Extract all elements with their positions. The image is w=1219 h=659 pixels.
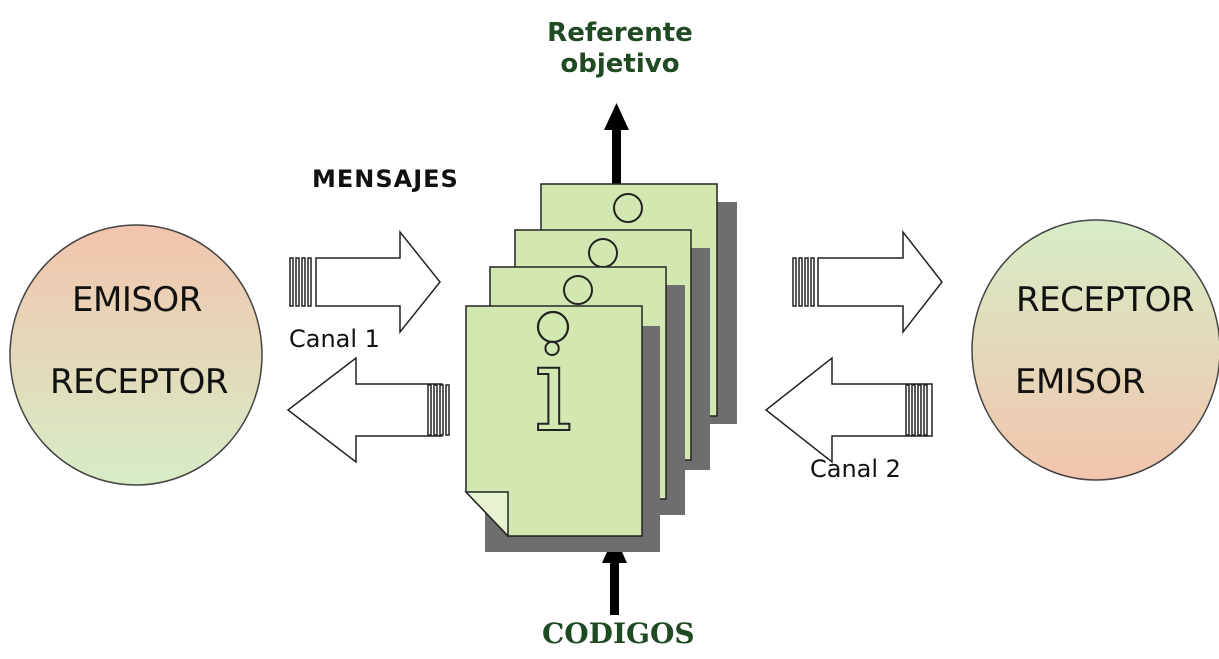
codes-label: CODIGOS (542, 617, 695, 650)
channel2-label: Canal 2 (810, 455, 901, 483)
arrow-up-referent (604, 103, 629, 185)
channel1-label: Canal 1 (289, 325, 380, 353)
referent-line2: objetivo (560, 49, 680, 79)
right-role-emisor: EMISOR (1015, 362, 1145, 402)
right-party-circle (971, 219, 1219, 481)
referent-line1: Referente (547, 18, 693, 48)
arrow-right-channel1 (289, 229, 441, 335)
message-page-1 (464, 305, 660, 552)
left-role-emisor: EMISOR (72, 280, 202, 320)
arrow-left-channel2 (764, 356, 933, 464)
info-symbol: i (534, 320, 572, 459)
left-party-circle (9, 224, 263, 486)
right-role-receptor: RECEPTOR (1016, 280, 1195, 320)
arrow-left-channel1 (286, 356, 450, 464)
arrow-right-channel2 (792, 229, 943, 335)
left-role-receptor: RECEPTOR (50, 362, 229, 402)
referent-label: Referente objetivo (540, 18, 700, 80)
info-icon (536, 310, 570, 344)
messages-label: MENSAJES (312, 165, 459, 193)
